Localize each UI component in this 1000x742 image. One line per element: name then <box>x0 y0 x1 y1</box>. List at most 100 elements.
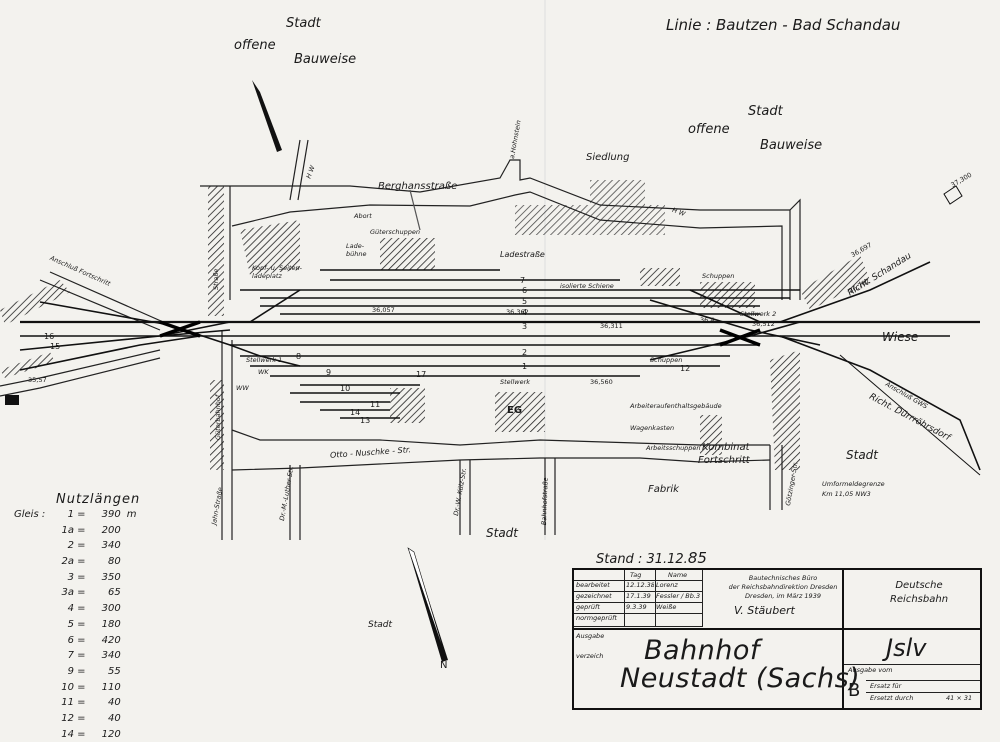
track-number-16: 16 <box>44 332 55 341</box>
track-number-3: 3 <box>522 322 528 331</box>
track-number-10: 10 <box>340 384 351 393</box>
label-offene-ne: offene <box>688 122 730 137</box>
line-name: Linie : Bautzen - Bad Schandau <box>666 16 901 34</box>
track-number-2: 2 <box>522 348 528 357</box>
revision-name: Lorenz <box>656 581 678 589</box>
gleis-number: 4 <box>67 603 74 615</box>
gleis-number: 14 <box>61 728 74 740</box>
track-number-17: 17 <box>416 370 427 379</box>
km-mark-7: 36,4 <box>700 316 715 324</box>
col-name: Name <box>668 571 688 579</box>
nutzlaenge-row: 9 = 55 <box>14 664 174 680</box>
nutzlaenge-row: 14 = 120 <box>14 727 174 742</box>
street-outlines <box>0 139 801 540</box>
building-ladebuehne: Lade-bühne <box>346 242 367 258</box>
revision-label: geprüft <box>576 603 600 611</box>
tracks <box>19 261 981 476</box>
nutzlaenge-row: 11 = 40 <box>14 695 174 711</box>
track-number-7: 7 <box>520 276 526 285</box>
label-stadt-nw: Stadt <box>286 16 321 31</box>
gleis-number: 3 <box>67 571 74 583</box>
track-number-8: 8 <box>296 352 302 361</box>
gleis-number: 12 <box>61 712 74 724</box>
gleis-length: 340 <box>101 650 121 662</box>
nutzlaenge-row: 10 = 110 <box>14 680 174 696</box>
track-number-11: 11 <box>370 400 381 409</box>
label-siedlung: Siedlung <box>586 152 630 163</box>
ersatz-fuer: Ersatz für <box>870 682 902 690</box>
label-stadt-ne: Stadt <box>748 104 783 119</box>
gleis-number: 2 <box>67 540 74 552</box>
gleis-length: 390 <box>101 509 121 520</box>
gleis-length: 110 <box>101 681 121 693</box>
sheet-number: 41 × 31 <box>946 694 973 702</box>
km-mark-8: 36,512 <box>752 320 775 328</box>
border-note-1: Umformeldegrenze <box>822 480 885 488</box>
side-label-1: Ausgabe <box>576 632 605 640</box>
stand-date: Stand : 31.12.85 <box>596 549 707 567</box>
track-number-6: 6 <box>522 286 528 295</box>
col-tag: Tag <box>630 571 642 579</box>
gleis-number: 1a <box>61 524 75 536</box>
gleis-length: 350 <box>101 571 121 583</box>
revision-name: Weiße <box>656 603 677 611</box>
km-mark-6: 36,560 <box>590 378 613 386</box>
track-number-4: 4 <box>522 308 528 317</box>
track-number-12: 12 <box>680 364 691 373</box>
switch-markers <box>159 320 761 347</box>
label-fabrik: Fabrik <box>648 484 679 495</box>
track-number-9: 9 <box>326 368 332 377</box>
building-arbeiter: Arbeiteraufenthaltsgebäude <box>630 402 722 410</box>
drawing-title-2: Neustadt (Sachs) <box>620 663 861 694</box>
drawing-title-1: Bahnhof <box>644 635 760 666</box>
direction-needle-icon <box>252 80 282 152</box>
border-note-2: Km 11,05 NW3 <box>822 490 871 498</box>
nutzlaenge-row: 1a = 200 <box>14 523 174 539</box>
nutzlaenge-row: 7 = 340 <box>14 648 174 664</box>
revision-tag: 17.1.39 <box>626 592 651 600</box>
gleis-length: 200 <box>101 524 121 536</box>
label-bauweise-nw: Bauweise <box>294 52 357 67</box>
revision-label: normgeprüft <box>576 614 617 622</box>
gleis-length: 55 <box>108 665 121 677</box>
km-mark-4: 36,362 <box>506 308 529 316</box>
ersetzt-durch: Ersetzt durch <box>870 694 914 702</box>
office-line-2: der Reichsbahndirektion Dresden <box>728 583 838 591</box>
building-stellwerk2: Stellwerk 2 <box>740 310 777 318</box>
gleis-number: 6 <box>67 634 74 646</box>
org-line-1: Deutsche <box>895 580 943 591</box>
track-number-1: 1 <box>522 362 528 371</box>
nutzlaenge-row: 3 = 350 <box>14 570 174 586</box>
gleis-number: 11 <box>61 697 74 709</box>
track-number-15: 15 <box>50 342 61 351</box>
building-stellwerk1: Stellwerk 1 <box>246 356 283 364</box>
gleis-number: 7 <box>67 650 74 662</box>
street-ladestrasse: Ladestraße <box>500 250 545 259</box>
gleis-number: 2a <box>61 556 75 568</box>
sheet-letter: B <box>848 680 861 701</box>
revision-name: Fessler / Bb.3 <box>656 592 701 600</box>
building-stellwerk-small: Stellwerk <box>500 378 531 386</box>
revision-tag: 12.12.38 <box>626 581 654 589</box>
ausgabe-vom: Ausgabe vom <box>848 666 893 674</box>
building-wagenkasten: Wagenkasten <box>630 424 675 432</box>
label-fortschritt: Fortschritt <box>698 455 750 466</box>
building-gueterschuppen: Güterschuppen <box>370 228 420 236</box>
track-number-14: 14 <box>350 408 361 417</box>
label-stadt-s: Stadt <box>486 526 518 540</box>
nutzlaenge-row: 5 = 180 <box>14 617 174 633</box>
gleis-length: 80 <box>108 556 121 568</box>
nutzlaengen-title: Nutzlängen <box>56 492 141 507</box>
km-mark-3: 36,057 <box>372 306 395 314</box>
label-stadt-e: Stadt <box>846 448 878 462</box>
building-wk: WK <box>258 368 269 376</box>
gleis-number: 9 <box>67 665 74 677</box>
label-offene-nw: offene <box>234 38 276 53</box>
revision-label: bearbeitet <box>576 581 610 589</box>
nutzlaenge-row: 12 = 40 <box>14 711 174 727</box>
unit-label: m <box>126 509 137 520</box>
